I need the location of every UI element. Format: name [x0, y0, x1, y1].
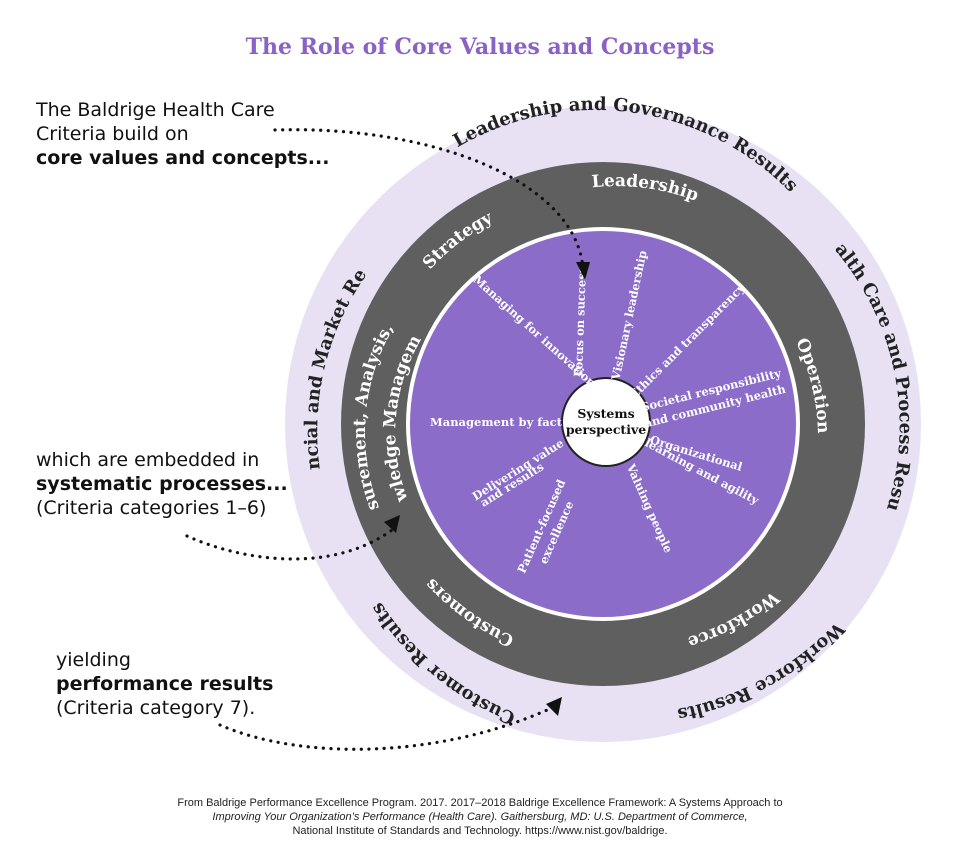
note-results: yielding performance results (Criteria c…	[56, 648, 273, 720]
label-systems-line2: perspective	[566, 422, 646, 437]
citation-line3: National Institute of Standards and Tech…	[292, 825, 668, 837]
arrow-core-values	[273, 128, 585, 270]
note-core-values-line3: core values and concepts...	[36, 147, 330, 169]
label-management-by-fact: Management by fact	[430, 415, 563, 429]
arrow-results	[218, 704, 558, 751]
arrowhead-core-values	[576, 262, 590, 280]
note-core-values: The Baldrige Health Care Criteria build …	[36, 98, 329, 170]
systems-perspective-circle	[561, 377, 651, 467]
label-focus-on-success: Focus on success	[571, 267, 589, 378]
note-results-line2: performance results	[56, 673, 274, 695]
note-results-line1: yielding	[56, 649, 131, 671]
label-systems-line1: Systems	[577, 406, 634, 421]
note-processes-line2: systematic processes...	[36, 473, 288, 495]
diagram-title: The Role of Core Values and Concepts	[245, 34, 715, 60]
note-processes: which are embedded in systematic process…	[36, 448, 288, 520]
note-results-line3: (Criteria category 7).	[56, 697, 256, 719]
citation-line2: Improving Your Organization’s Performanc…	[212, 811, 748, 823]
arrowhead-processes	[384, 515, 400, 533]
arrowhead-results	[546, 697, 562, 716]
note-core-values-line1: The Baldrige Health Care	[36, 99, 275, 121]
note-processes-line3: (Criteria categories 1–6)	[36, 497, 267, 519]
label-financial-market-results: Financial and Market Results	[0, 0, 371, 471]
note-processes-line1: which are embedded in	[36, 449, 260, 471]
arrow-processes	[185, 528, 394, 561]
citation: From Baldrige Performance Excellence Pro…	[120, 796, 840, 838]
note-core-values-line2: Criteria build on	[36, 123, 189, 145]
citation-line1: From Baldrige Performance Excellence Pro…	[177, 797, 783, 809]
